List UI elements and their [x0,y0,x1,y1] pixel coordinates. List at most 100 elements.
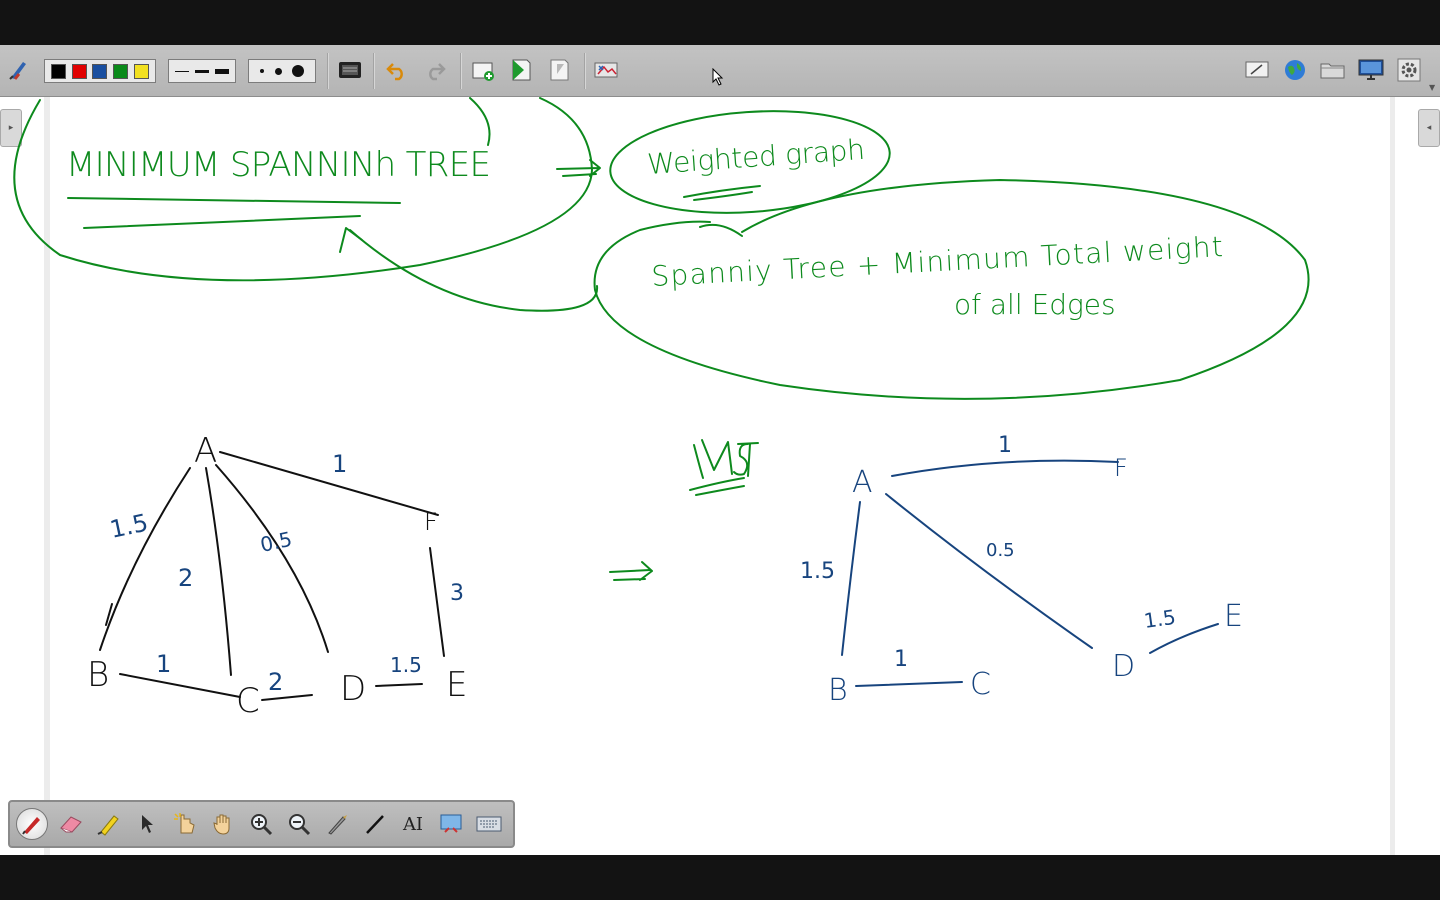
board-left-margin [44,97,50,855]
toolbar-overflow-icon[interactable]: ▼ [1429,83,1436,92]
text-icon: AI [402,813,424,835]
hand-icon [213,814,230,835]
color-swatch-red[interactable] [71,63,87,79]
letterbox-top [0,0,1440,45]
color-swatch-green[interactable] [113,63,129,79]
line-icon [366,815,384,834]
zoom-out-tool[interactable] [284,809,314,839]
right-weight-de: 1.5 [1142,605,1177,633]
left-weight-bc: 1 [156,650,171,678]
left-graph-edges [99,451,445,701]
green-ink-annotations [13,97,1310,581]
toolbar-separator [373,53,375,89]
line-width-thin[interactable] [175,70,189,72]
right-node-c: C [970,667,991,702]
select-tool[interactable] [132,809,162,839]
eraser-icon [60,816,82,833]
left-graph-nodes: A B C D E F [87,431,467,721]
left-weight-af: 1 [332,450,347,478]
green-notes-text: MINIMUM SPANNINh TREE Weighted graph Spa… [66,133,1224,321]
pan-tool[interactable] [208,809,238,839]
redo-icon[interactable] [422,57,448,83]
weighted-graph-text: Weighted graph [646,133,866,181]
left-node-f: F [424,508,438,536]
point-size-small[interactable] [259,69,264,73]
keyboard-tool[interactable] [474,809,504,839]
mouse-cursor-icon [712,68,724,86]
right-weight-af: 1 [998,433,1012,458]
left-node-b: B [87,655,109,695]
add-page-icon[interactable] [470,57,496,83]
gear-icon[interactable] [1396,57,1422,83]
right-node-e: E [1224,599,1243,634]
gallery-icon[interactable] [594,57,620,83]
zoom-in-tool[interactable] [246,809,276,839]
left-weight-cd: 2 [268,668,283,696]
magic-pen-tool[interactable] [322,809,352,839]
globe-icon[interactable] [1282,57,1308,83]
line-width-medium[interactable] [195,69,209,73]
point-size-medium[interactable] [274,67,282,75]
pointer-hand-icon [174,813,195,834]
color-swatch-yellow[interactable] [134,63,150,79]
right-weight-bc: 1 [894,647,908,672]
letterbox-bottom [0,855,1440,900]
pen-tool[interactable] [16,808,48,840]
display-icon[interactable] [1358,57,1384,83]
tool-palette: AI [8,800,515,848]
line-width-picker [168,59,236,83]
right-graph-edges [841,459,1219,687]
left-weight-de: 1.5 [390,653,422,677]
magic-pen-icon [328,815,347,835]
left-weight-ad: 0.5 [258,527,294,557]
left-node-e: E [446,665,467,705]
right-weight-ab: 1.5 [800,559,835,584]
left-panel-toggle[interactable]: ▸ [0,109,22,147]
left-weight-fe: 3 [450,581,464,606]
undo-icon[interactable] [384,57,410,83]
line-tool[interactable] [360,809,390,839]
color-swatch-blue[interactable] [92,63,108,79]
text-tool[interactable]: AI [398,809,428,839]
pen-icon [22,817,40,835]
keyboard-icon [476,816,502,832]
definition-line2-text: of all Edges [954,288,1116,321]
touch-tool[interactable] [170,809,200,839]
right-node-a: A [852,465,873,500]
zoom-in-icon [251,814,273,836]
line-width-thick[interactable] [215,68,229,74]
screen-capture-icon[interactable] [337,57,363,83]
capture-tool[interactable] [436,809,466,839]
eraser-tool[interactable] [56,809,86,839]
color-swatch-black[interactable] [50,63,66,79]
left-weight-ac: 2 [178,564,193,592]
next-page-icon[interactable] [508,57,534,83]
definition-line1-text: Spanniy Tree + Minimum Total weight [651,230,1224,293]
left-node-a: A [194,431,217,471]
left-weight-ab: 1.5 [107,509,150,544]
whiteboard-canvas[interactable]: ▸ ◂ [0,97,1440,855]
right-weight-ad: 0.5 [986,540,1015,561]
right-graph-nodes: A B C D E F [828,454,1243,708]
right-graph-weights: 1 1.5 0.5 1 1.5 [800,433,1177,672]
point-size-picker [248,59,316,83]
folder-icon[interactable] [1320,57,1346,83]
title-text: MINIMUM SPANNINh TREE [66,145,494,185]
highlighter-tool[interactable] [94,809,124,839]
prev-page-icon[interactable] [546,57,572,83]
right-node-d: D [1112,649,1135,684]
pen-color-picker [44,59,156,83]
ink-layer: A B C D E F 1.5 2 0.5 1 3 1 2 1.5 A B [13,97,1310,721]
whiteboard-icon[interactable] [1244,57,1270,83]
arrow-cursor-icon [142,815,153,833]
point-size-large[interactable] [292,65,305,77]
board-right-margin [1390,97,1395,855]
screen-capture-icon [440,814,462,833]
pen-tools-icon[interactable] [6,57,32,83]
toolbar-separator [460,53,462,89]
right-node-b: B [828,673,848,708]
highlighter-icon [97,815,119,836]
left-graph-weights: 1.5 2 0.5 1 3 1 2 1.5 [107,450,464,696]
toolbar-separator [327,53,329,89]
right-node-f: F [1114,454,1128,482]
